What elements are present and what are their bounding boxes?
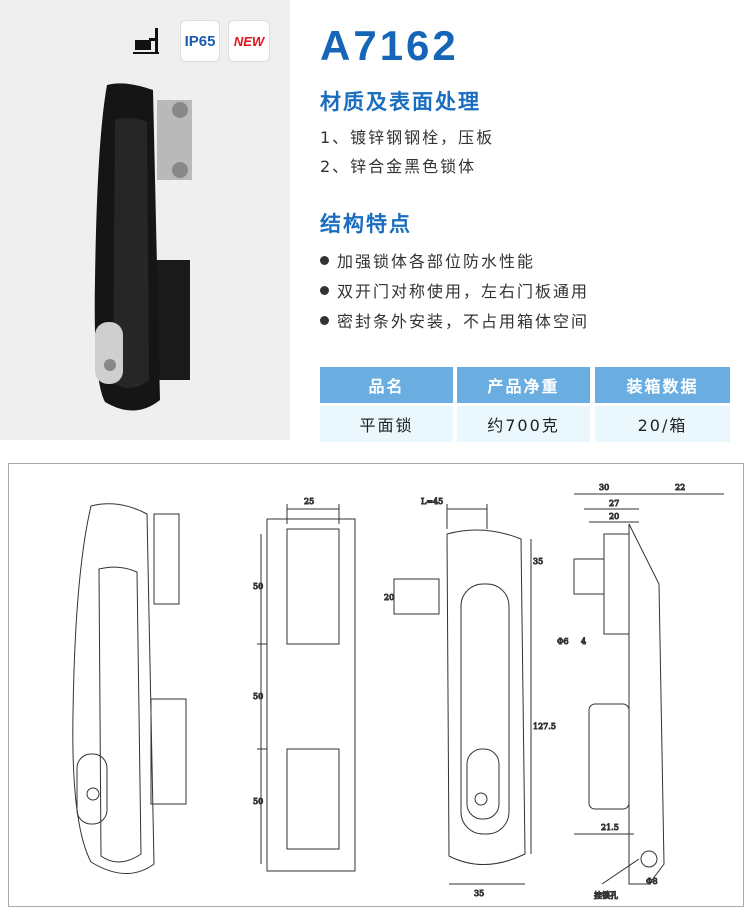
dim-l45: L=45 bbox=[421, 497, 443, 506]
dim-50: 50 bbox=[253, 582, 263, 591]
table-header-name: 品名 bbox=[320, 367, 453, 403]
dim-35-top: 35 bbox=[533, 557, 543, 566]
features-heading: 结构特点 bbox=[320, 212, 412, 236]
table-header-weight: 产品净重 bbox=[457, 367, 590, 403]
table-cell-weight: 约700克 bbox=[457, 406, 590, 442]
mount-type-icon bbox=[128, 20, 170, 62]
material-item: 2、锌合金黑色锁体 bbox=[320, 157, 477, 176]
dim-4: 4 bbox=[581, 637, 586, 646]
product-model: A7162 bbox=[320, 22, 459, 69]
front-cutout-view bbox=[257, 504, 356, 872]
feature-item: 密封条外安装，不占用箱体空间 bbox=[320, 308, 589, 332]
feature-item: 加强锁体各部位防水性能 bbox=[320, 248, 535, 272]
table-header-packing: 装箱数据 bbox=[595, 367, 730, 403]
side-view bbox=[573, 493, 724, 885]
dim-20-side: 20 bbox=[609, 512, 619, 521]
ip65-badge: IP65 bbox=[180, 20, 220, 62]
lock-photo bbox=[94, 83, 192, 411]
table-cell-name: 平面锁 bbox=[320, 406, 453, 442]
dim-25: 25 bbox=[304, 497, 314, 506]
dim-35-bottom: 35 bbox=[474, 889, 484, 898]
material-item: 1、镀锌钢钢栓，压板 bbox=[320, 128, 495, 147]
dim-27: 27 bbox=[609, 499, 619, 508]
padlock-hole-label: 挂锁孔 bbox=[594, 890, 618, 900]
material-heading: 材质及表面处理 bbox=[320, 90, 481, 114]
table-cell-packing: 20/箱 bbox=[595, 406, 730, 442]
product-photo-panel: IP65 NEW bbox=[0, 0, 290, 440]
new-badge: NEW bbox=[228, 20, 270, 62]
front-view bbox=[393, 504, 532, 885]
dim-50: 50 bbox=[253, 797, 263, 806]
perspective-line-view bbox=[72, 503, 187, 874]
dim-21-5: 21.5 bbox=[601, 823, 619, 832]
dim-20: 20 bbox=[384, 593, 394, 602]
technical-drawing-panel: 25 50 50 50 L=45 20 35 127.5 35 30 27 20… bbox=[8, 463, 744, 907]
dim-phi8: Φ8 bbox=[646, 877, 658, 886]
dim-127-5: 127.5 bbox=[533, 722, 556, 731]
dim-22: 22 bbox=[675, 483, 685, 492]
feature-item: 双开门对称使用，左右门板通用 bbox=[320, 278, 589, 302]
dim-30: 30 bbox=[599, 483, 609, 492]
dim-50: 50 bbox=[253, 692, 263, 701]
dim-phi6: Φ6 bbox=[557, 637, 569, 646]
